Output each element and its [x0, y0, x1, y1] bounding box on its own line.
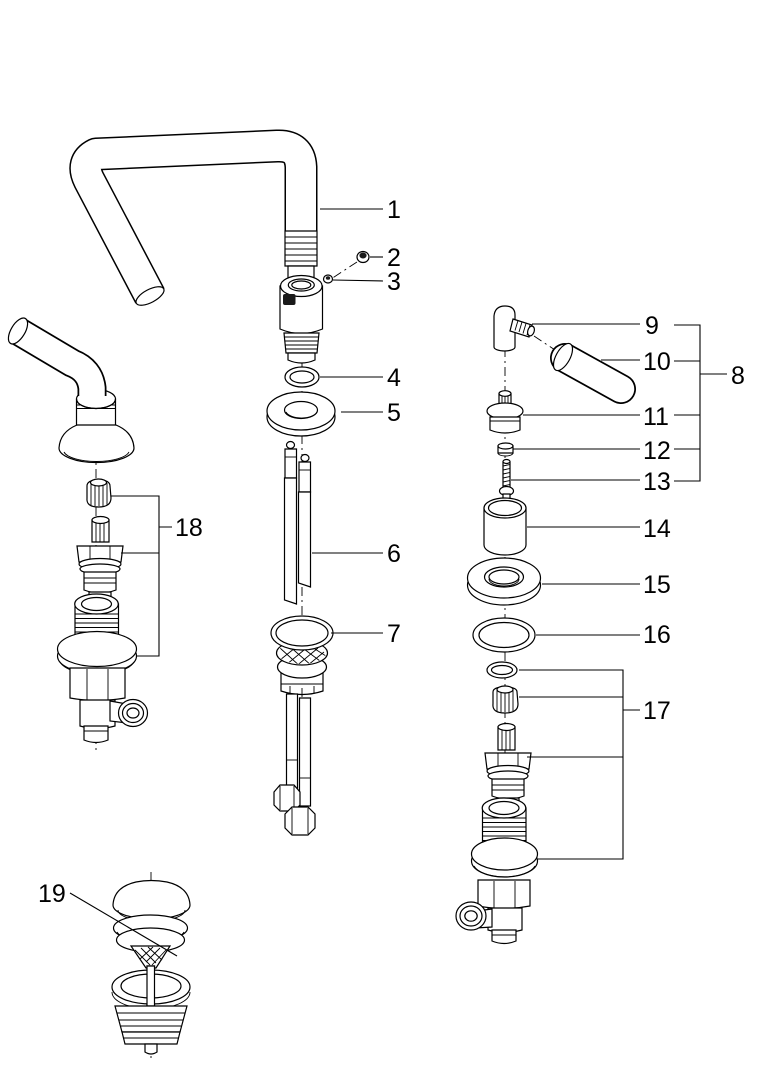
callout-9: 9 — [645, 312, 659, 340]
valve-assembly-right — [455, 661, 539, 945]
brand-mark — [283, 294, 296, 305]
supply-hoses-lower — [273, 693, 316, 836]
callout-13: 13 — [643, 468, 671, 496]
valve-hex-right — [477, 879, 531, 910]
callout-labels: 1 2 3 4 5 6 7 8 9 10 11 12 13 14 15 16 1… — [38, 196, 745, 908]
handle-lever-grip — [550, 342, 636, 404]
handle-sleeve — [483, 497, 527, 556]
cartridge-hex-left — [76, 545, 124, 563]
hose-nut-right — [284, 806, 316, 836]
callout-1: 1 — [387, 196, 401, 224]
callout-16: 16 — [643, 621, 671, 649]
callout-19: 19 — [38, 880, 66, 908]
o-ring-large — [472, 617, 536, 653]
callout-17: 17 — [643, 697, 671, 725]
elbow-thread-stub — [509, 318, 533, 338]
spout-base-housing — [279, 274, 324, 364]
handle-left-assembled — [7, 317, 135, 464]
drain-cap — [112, 879, 191, 920]
grub-screw — [322, 274, 334, 284]
valve-assembly-left — [56, 478, 149, 744]
callout-5: 5 — [387, 399, 401, 427]
hose-right-upper — [297, 491, 312, 588]
handle-elbow — [493, 305, 536, 352]
bracket-8 — [674, 324, 727, 482]
callout-12: 12 — [643, 437, 671, 465]
callout-15: 15 — [643, 571, 671, 599]
callout-11: 11 — [643, 403, 669, 431]
callout-10: 10 — [643, 348, 671, 376]
callout-8: 8 — [731, 362, 745, 390]
supply-hoses — [283, 440, 312, 605]
callout-6: 6 — [387, 540, 401, 568]
handle-skirt — [58, 420, 135, 464]
handle-flange — [466, 557, 542, 606]
callout-4: 4 — [387, 364, 401, 392]
spout-outlet-cut — [135, 286, 165, 306]
handle-cap-cartridge-cover — [486, 390, 524, 434]
housing-thread — [283, 332, 320, 354]
handle-nut — [497, 442, 514, 457]
spout-escutcheon — [266, 391, 336, 437]
cartridge-hex-right — [484, 752, 532, 770]
valve-hex-left — [69, 667, 126, 702]
brackets — [111, 324, 727, 860]
spout — [69, 129, 318, 306]
callout-2: 2 — [387, 244, 401, 272]
leader-19 — [69, 892, 178, 957]
hose-nut-left — [273, 784, 301, 812]
leader-3 — [332, 279, 384, 282]
spout-shank-flange — [270, 615, 334, 696]
handle-screw — [498, 458, 515, 501]
popup-drain — [111, 879, 191, 1055]
hose-left-upper — [283, 477, 298, 605]
grip-end-cut — [552, 342, 574, 372]
callout-18: 18 — [175, 514, 203, 542]
callout-14: 14 — [643, 515, 671, 543]
lever-end-cut — [7, 317, 29, 345]
bracket-18 — [111, 495, 172, 657]
strainer-mesh — [279, 642, 326, 664]
callout-7: 7 — [387, 620, 401, 648]
leader-lines — [69, 208, 640, 957]
o-ring-spout — [284, 366, 320, 388]
bracket-17 — [519, 669, 640, 860]
o-ring-small — [486, 661, 518, 679]
set-screw — [356, 250, 370, 264]
callout-3: 3 — [387, 268, 401, 296]
